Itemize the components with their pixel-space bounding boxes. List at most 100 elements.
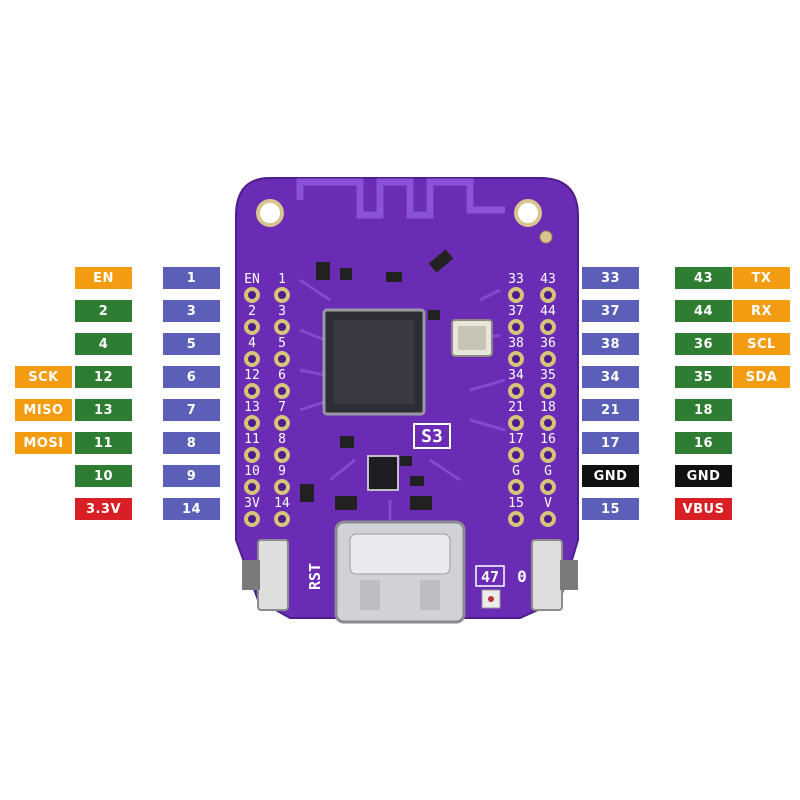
left-inner-header-pad-2 (274, 351, 290, 367)
left-header-pin-label-4: 13 (244, 400, 260, 415)
right-inner-header-pin-label-0: 33 (508, 272, 524, 287)
pin-badge-right-4: 21 (582, 399, 639, 421)
pin-badge-left-0: 1 (163, 267, 220, 289)
boot-button[interactable] (531, 539, 563, 611)
right-inner-header-pin-label-6: G (512, 464, 520, 479)
pin-badge-right-1: 37 (582, 300, 639, 322)
voltage-regulator (367, 455, 399, 491)
right-inner-header-pad-6 (508, 479, 524, 495)
gpio-badge-left-2: 4 (75, 333, 132, 355)
pin-badge-left-6: 9 (163, 465, 220, 487)
pin-badge-right-0: 33 (582, 267, 639, 289)
right-header-pin-label-0: 43 (540, 272, 556, 287)
led-label: 47 (481, 568, 499, 586)
right-inner-header-pad-2 (508, 351, 524, 367)
right-inner-header-pad-4 (508, 415, 524, 431)
left-inner-header-pin-label-6: 9 (278, 464, 286, 479)
right-inner-header-pin-label-7: 15 (508, 496, 524, 511)
gpio-badge-right-7: VBUS (675, 498, 732, 520)
right-inner-header-pin-label-5: 17 (508, 432, 524, 447)
gpio-badge-right-2: 36 (675, 333, 732, 355)
pin-badge-right-6: GND (582, 465, 639, 487)
left-inner-header-pin-label-3: 6 (278, 368, 286, 383)
right-header-pin-label-4: 18 (540, 400, 556, 415)
left-header-pad-2 (244, 351, 260, 367)
left-inner-header-pad-7 (274, 511, 290, 527)
function-badge-left-3: SCK (15, 366, 72, 388)
function-badge-left-5: MOSI (15, 432, 72, 454)
led-label-box (475, 565, 505, 587)
pin-badge-left-3: 6 (163, 366, 220, 388)
boot-label: 0 (517, 567, 527, 586)
left-inner-header-pad-4 (274, 415, 290, 431)
mounting-hole-right (514, 199, 542, 227)
left-inner-header-pad-6 (274, 479, 290, 495)
function-badge-right-0: TX (733, 267, 790, 289)
right-inner-header-pad-5 (508, 447, 524, 463)
left-header-pin-label-2: 4 (248, 336, 256, 351)
pin-badge-right-7: 15 (582, 498, 639, 520)
right-inner-header-pin-label-2: 38 (508, 336, 524, 351)
left-header-pad-0 (244, 287, 260, 303)
gpio-badge-left-1: 2 (75, 300, 132, 322)
left-header-pad-4 (244, 415, 260, 431)
pin-badge-left-4: 7 (163, 399, 220, 421)
function-badge-right-1: RX (733, 300, 790, 322)
gpio-badge-right-6: GND (675, 465, 732, 487)
left-inner-header-pad-3 (274, 383, 290, 399)
function-badge-right-2: SCL (733, 333, 790, 355)
left-inner-header-pin-label-5: 8 (278, 432, 286, 447)
right-inner-header-pin-label-1: 37 (508, 304, 524, 319)
pin-badge-right-3: 34 (582, 366, 639, 388)
left-header-pin-label-1: 2 (248, 304, 256, 319)
left-inner-header-pin-label-4: 7 (278, 400, 286, 415)
left-header-pad-5 (244, 447, 260, 463)
gpio-badge-right-3: 35 (675, 366, 732, 388)
left-header-pin-label-3: 12 (244, 368, 260, 383)
function-badge-right-3: SDA (733, 366, 790, 388)
left-inner-header-pad-1 (274, 319, 290, 335)
reset-label: RST (306, 563, 324, 590)
right-header-pad-6 (540, 479, 556, 495)
fiducial-dot (539, 230, 553, 244)
gpio-badge-left-5: 11 (75, 432, 132, 454)
function-badge-left-7: 3.3V (75, 498, 132, 520)
right-header-pin-label-6: G (544, 464, 552, 479)
pin-badge-right-2: 38 (582, 333, 639, 355)
mounting-hole-left (256, 199, 284, 227)
right-inner-header-pin-label-3: 34 (508, 368, 524, 383)
right-header-pin-label-2: 36 (540, 336, 556, 351)
gpio-badge-right-0: 43 (675, 267, 732, 289)
function-badge-left-0: EN (75, 267, 132, 289)
left-inner-header-pin-label-7: 14 (274, 496, 290, 511)
right-header-pad-2 (540, 351, 556, 367)
gpio-badge-left-3: 12 (75, 366, 132, 388)
left-inner-header-pin-label-0: 1 (278, 272, 286, 287)
right-inner-header-pad-0 (508, 287, 524, 303)
left-inner-header-pad-0 (274, 287, 290, 303)
left-inner-header-pad-5 (274, 447, 290, 463)
pin-badge-left-7: 14 (163, 498, 220, 520)
right-header-pad-1 (540, 319, 556, 335)
right-header-pad-4 (540, 415, 556, 431)
left-header-pin-label-0: EN (244, 272, 260, 287)
right-header-pin-label-3: 35 (540, 368, 556, 383)
right-inner-header-pad-7 (508, 511, 524, 527)
model-label: S3 (421, 426, 443, 447)
right-header-pad-0 (540, 287, 556, 303)
left-header-pin-label-6: 10 (244, 464, 260, 479)
antenna-trace (296, 178, 505, 219)
pin-badge-left-5: 8 (163, 432, 220, 454)
pin-headers: EN24121311103V135678914333738342117G1543… (244, 272, 556, 527)
gpio-badge-left-6: 10 (75, 465, 132, 487)
gpio-badge-right-5: 16 (675, 432, 732, 454)
reset-button[interactable] (257, 539, 289, 611)
left-inner-header-pin-label-1: 3 (278, 304, 286, 319)
small-components (300, 249, 454, 510)
gpio-badge-right-1: 44 (675, 300, 732, 322)
right-header-pin-label-5: 16 (540, 432, 556, 447)
function-badge-left-4: MISO (15, 399, 72, 421)
pin-badge-left-1: 3 (163, 300, 220, 322)
gpio-badge-left-4: 13 (75, 399, 132, 421)
right-header-pad-3 (540, 383, 556, 399)
